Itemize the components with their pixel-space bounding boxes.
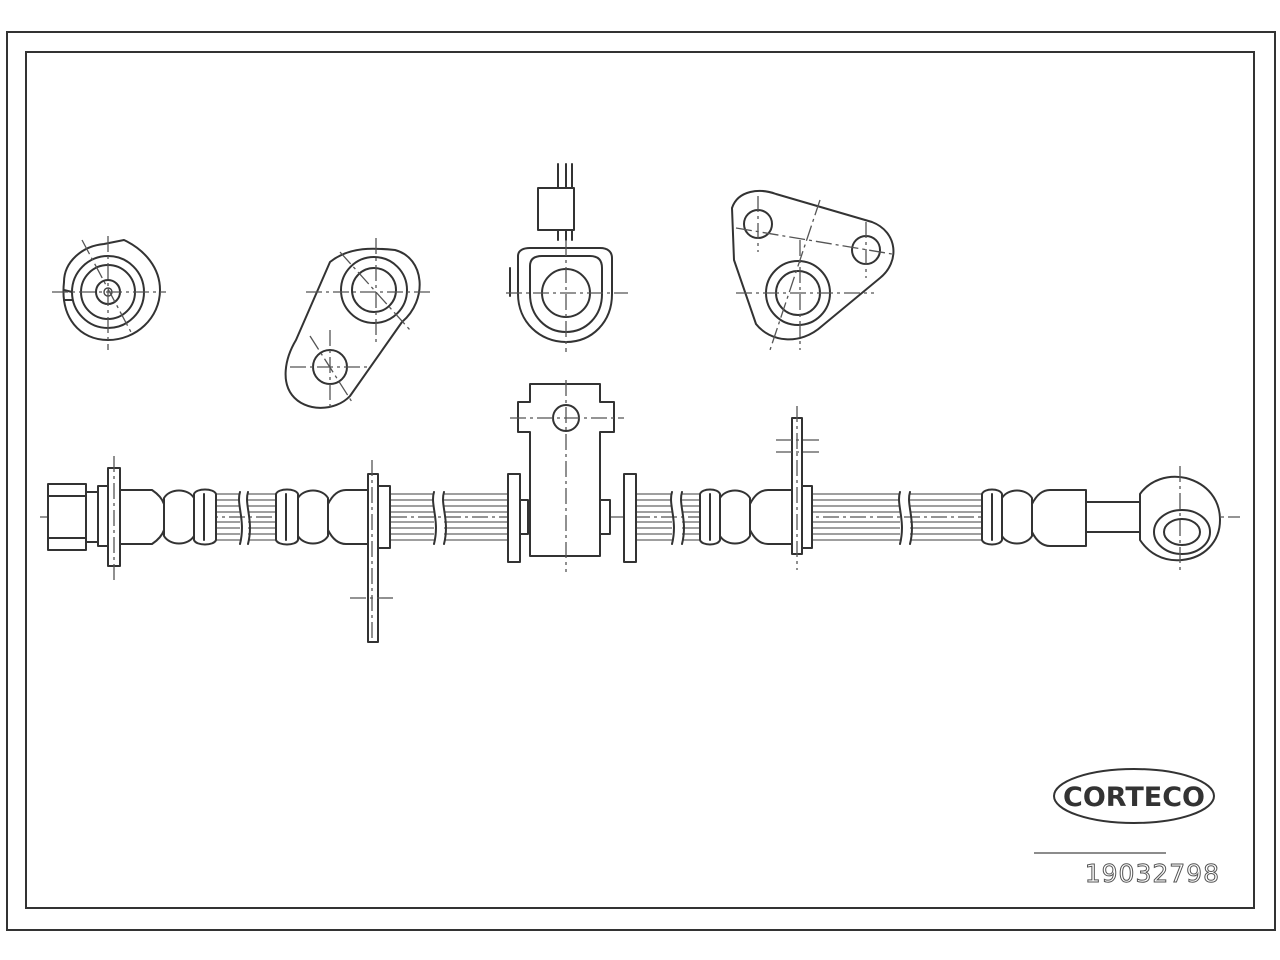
bracket-fitting-2: [699, 406, 820, 570]
hose-side-view: [40, 380, 1240, 643]
outer-frame: [6, 31, 1276, 931]
right-end-fitting: [981, 466, 1221, 572]
hose-segment-4: [812, 491, 982, 545]
end-view-fitting: [52, 236, 166, 350]
hose-segment-3: [634, 491, 700, 545]
left-end-fitting: [47, 456, 217, 580]
corteco-logo: CORTECO: [1053, 768, 1215, 824]
end-view-triangular-flange: [731, 190, 895, 351]
end-view-angled-bracket: [284, 238, 434, 410]
brand-name: CORTECO: [1063, 782, 1205, 813]
hose-segment-2: [390, 491, 508, 545]
hose-segment-1: [214, 491, 276, 545]
bracket-fitting-1: [275, 460, 396, 643]
central-clip-bracket: [507, 380, 637, 572]
end-view-clip-bracket: [506, 163, 628, 352]
inner-frame: [25, 51, 1255, 909]
part-number: 19032798: [1085, 859, 1220, 888]
